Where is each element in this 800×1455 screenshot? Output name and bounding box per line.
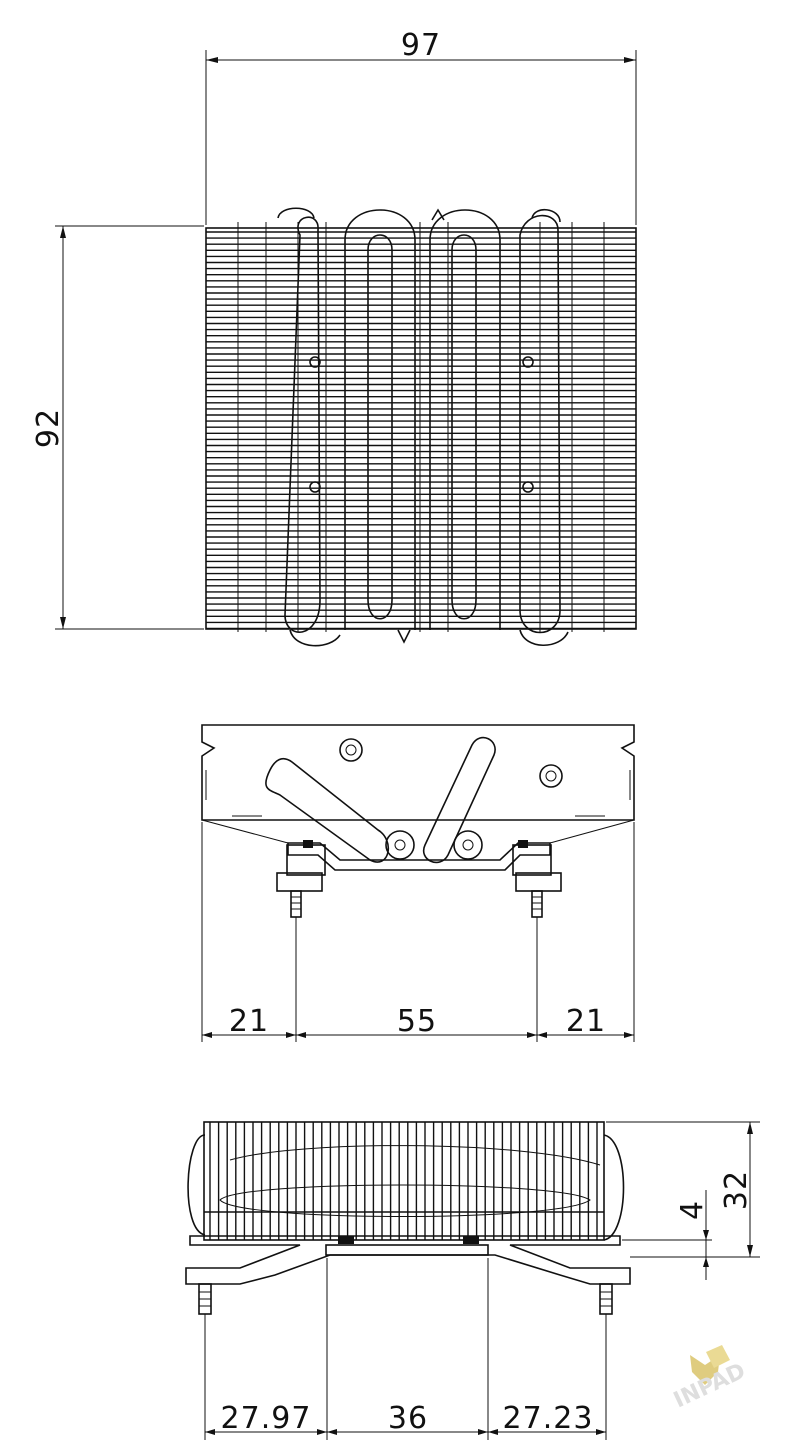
copper-contact bbox=[325, 1244, 489, 1256]
heatpipe-left bbox=[265, 758, 390, 863]
heatpipe-section bbox=[385, 830, 415, 860]
mount-hole bbox=[522, 356, 534, 368]
dimension-total-height: 32 bbox=[606, 1121, 760, 1258]
front-middle-label: 55 bbox=[397, 1004, 437, 1039]
heatpipe-end bbox=[339, 738, 363, 762]
mounting-bracket-left bbox=[276, 840, 326, 918]
side-fin-block bbox=[203, 1121, 605, 1241]
side-left-label: 27.97 bbox=[221, 1401, 312, 1436]
side-base-plate bbox=[185, 1235, 631, 1285]
front-base-plate bbox=[287, 842, 551, 871]
dimension-base-height: 4 bbox=[622, 1190, 712, 1280]
top-view-ribs bbox=[237, 222, 605, 632]
front-view: 21 55 21 bbox=[201, 724, 635, 1042]
side-view: 32 4 27.97 36 27.23 bbox=[185, 1121, 760, 1440]
watermark-logo: INPAD bbox=[670, 1345, 749, 1413]
side-view-fins bbox=[209, 1122, 598, 1240]
mounting-bracket-right bbox=[512, 840, 562, 918]
front-right-label: 21 bbox=[566, 1004, 606, 1039]
side-height-label: 32 bbox=[719, 1170, 754, 1210]
heatpipe-end bbox=[539, 764, 563, 788]
top-view: 97 92 bbox=[31, 28, 637, 647]
dimension-width-label: 97 bbox=[401, 28, 441, 63]
top-view-fin-stack bbox=[206, 231, 636, 630]
front-view-fin-profile bbox=[201, 724, 635, 821]
front-dimension-chain: 21 55 21 bbox=[201, 822, 635, 1042]
mount-hole bbox=[309, 356, 321, 368]
dimension-height: 92 bbox=[31, 225, 204, 630]
mount-hole bbox=[309, 481, 321, 493]
top-view-heatpipes bbox=[277, 207, 569, 647]
side-middle-label: 36 bbox=[388, 1401, 428, 1436]
top-view-outline bbox=[205, 227, 637, 630]
side-dimension-chain: 27.97 36 27.23 bbox=[204, 1258, 607, 1440]
mount-hole bbox=[522, 481, 534, 493]
side-right-label: 27.23 bbox=[503, 1401, 594, 1436]
side-base-label: 4 bbox=[675, 1200, 710, 1220]
heatpipe-section bbox=[453, 830, 483, 860]
front-left-label: 21 bbox=[229, 1004, 269, 1039]
heatpipe-right bbox=[422, 736, 496, 864]
dimension-width: 97 bbox=[205, 28, 637, 225]
dimension-height-label: 92 bbox=[31, 408, 66, 448]
